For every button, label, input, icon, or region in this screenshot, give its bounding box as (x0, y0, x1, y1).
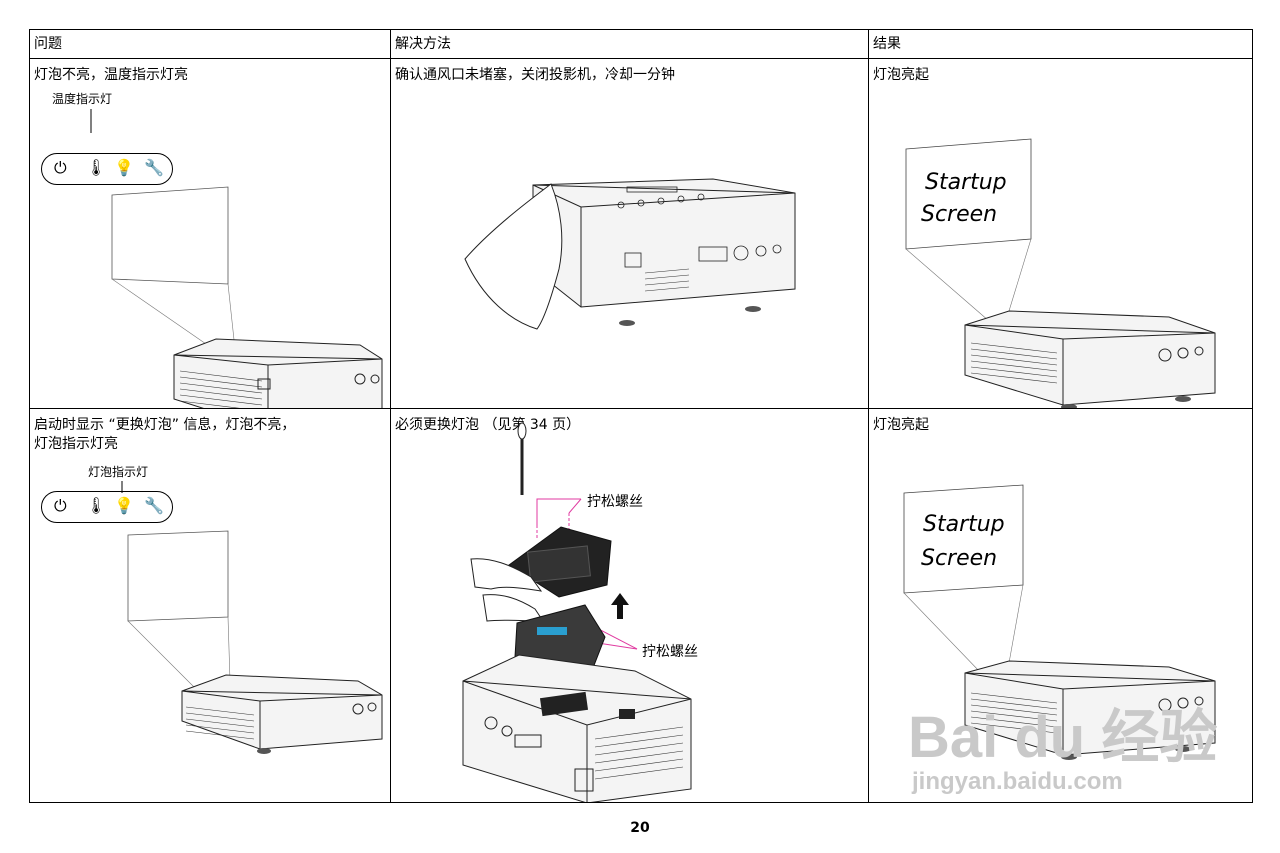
problem-text: 灯泡不亮，温度指示灯亮 (34, 67, 188, 83)
watermark-url: jingyan.baidu.com (912, 768, 1123, 795)
startup-screen-illustration: Startup Screen (903, 484, 1216, 760)
projector-illustration (127, 530, 383, 754)
thermometer-icon: 🌡 (86, 158, 107, 177)
projector-illustration (111, 186, 383, 408)
indicator-label: 温度指示灯 (52, 92, 113, 106)
result-cell: 灯泡亮起 Startup Screen (868, 58, 1253, 409)
indicator-panel: ⏻ 🌡 💡 🔧 (41, 153, 173, 185)
solution-cell: 确认通风口未堵塞，关闭投影机，冷却一分钟 (390, 58, 869, 409)
solution-cell: 必须更换灯泡 （见第 34 页） 拧松螺丝 拧松螺丝 (390, 408, 869, 803)
power-icon: ⏻ (54, 158, 67, 177)
screen-text-line2: Screen (921, 202, 997, 227)
troubleshooting-table: 问题 解决方法 结果 灯泡不亮，温度指示灯亮 温度指示灯 ⏻ 🌡 💡 🔧 (29, 29, 1253, 803)
table-row: 灯泡不亮，温度指示灯亮 温度指示灯 ⏻ 🌡 💡 🔧 (29, 58, 1253, 409)
indicator-label: 灯泡指示灯 (88, 465, 149, 479)
header-solution: 解决方法 (390, 29, 869, 59)
thermometer-icon: 🌡 (86, 496, 107, 515)
header-result: 结果 (868, 29, 1253, 59)
header-problem: 问题 (29, 29, 391, 59)
callout-loosen-screws-mid: 拧松螺丝 (642, 644, 698, 660)
power-icon: ⏻ (54, 496, 67, 515)
screen-text-line2: Screen (921, 546, 997, 571)
bulb-icon: 💡 (114, 496, 134, 515)
problem-cell: 灯泡不亮，温度指示灯亮 温度指示灯 ⏻ 🌡 💡 🔧 (29, 58, 391, 409)
bulb-icon: 💡 (114, 158, 134, 177)
screen-text-line1: Startup (925, 170, 1007, 195)
indicator-pointer (90, 109, 92, 133)
problem-cell: 启动时显示 “更换灯泡” 信息，灯泡不亮， 灯泡指示灯亮 灯泡指示灯 ⏻ 🌡 💡… (29, 408, 391, 803)
startup-screen-illustration: Startup Screen (905, 138, 1216, 408)
indicator-panel: ⏻ 🌡 💡 🔧 (41, 491, 173, 523)
result-text: 灯泡亮起 (873, 67, 929, 83)
table-row: 启动时显示 “更换灯泡” 信息，灯泡不亮， 灯泡指示灯亮 灯泡指示灯 ⏻ 🌡 💡… (29, 408, 1253, 803)
lamp-replacement-illustration (462, 422, 692, 802)
solution-text: 必须更换灯泡 （见第 34 页） (395, 417, 581, 433)
projector-vent-illustration (464, 178, 796, 330)
problem-line-2: 灯泡指示灯亮 (34, 436, 118, 452)
problem-text: 启动时显示 “更换灯泡” 信息，灯泡不亮， 灯泡指示灯亮 (30, 409, 390, 454)
screen-text-line1: Startup (923, 512, 1005, 537)
watermark-logo: Bai du 经验 (908, 705, 1218, 770)
wrench-icon: 🔧 (144, 496, 164, 515)
result-text: 灯泡亮起 (873, 417, 929, 433)
problem-line-1: 启动时显示 “更换灯泡” 信息，灯泡不亮， (34, 417, 296, 433)
result-cell: 灯泡亮起 Startup Screen (868, 408, 1253, 803)
solution-text: 确认通风口未堵塞，关闭投影机，冷却一分钟 (395, 67, 675, 83)
callout-loosen-screws-top: 拧松螺丝 (587, 494, 643, 510)
page-number: 20 (630, 820, 650, 836)
wrench-icon: 🔧 (144, 158, 164, 177)
header-row: 问题 解决方法 结果 (29, 29, 1253, 59)
